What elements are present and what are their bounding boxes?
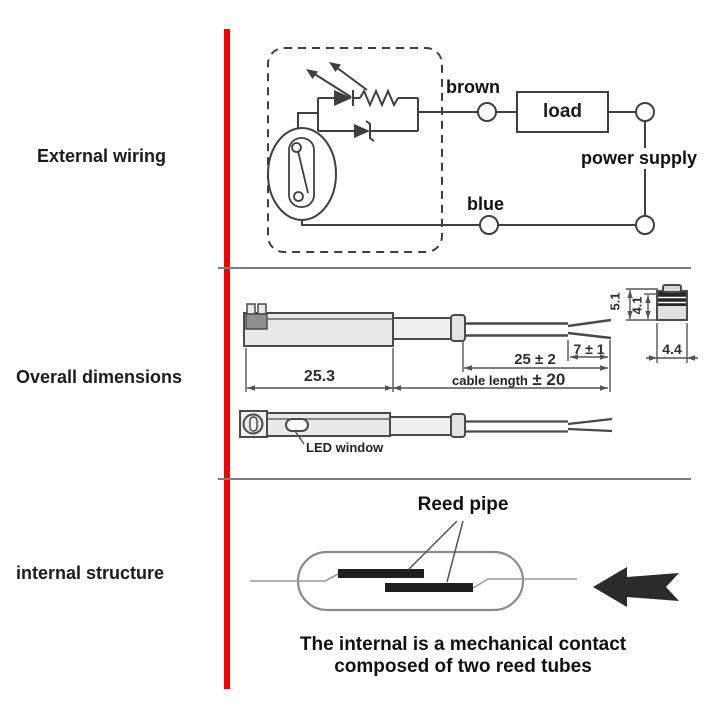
- led-emission-arrow-icon: [306, 69, 318, 79]
- led-window-shape: [285, 418, 309, 432]
- section-label-overall-dimensions: Overall dimensions: [16, 367, 183, 387]
- diode-icon: [354, 124, 370, 138]
- load-label: load: [542, 101, 583, 122]
- blue-wire-label: blue: [467, 194, 505, 214]
- dim-height-total: 5.1: [607, 292, 623, 311]
- cable-length-text: cable length: [452, 373, 528, 388]
- dim-body-length: 25.3: [303, 368, 336, 385]
- cable-bushing: [450, 413, 466, 438]
- dim-width: 4.4: [662, 341, 682, 357]
- internal-caption: The internal is a mechanical contact com…: [231, 634, 695, 678]
- reed-blade-lower: [385, 583, 473, 592]
- dim-height-body: 4.1: [629, 296, 645, 315]
- cable-length-tolerance: ± 20: [532, 370, 566, 389]
- dimension-drawings: [239, 284, 688, 445]
- cable-bushing: [450, 314, 466, 342]
- terminal-circle: [479, 215, 499, 235]
- terminal-circle: [635, 102, 655, 122]
- sensor-boundary-dashed-box: [267, 47, 443, 253]
- led-emission-arrow-icon: [329, 62, 341, 72]
- section-separator: [218, 478, 691, 480]
- led-icon: [334, 90, 352, 106]
- section-separator: [218, 267, 691, 269]
- power-supply-label: power supply: [578, 148, 701, 169]
- resistor-icon: [359, 88, 399, 108]
- dim-lead-length: 25 ± 2: [514, 351, 556, 368]
- caption-line-1: The internal is a mechanical contact: [299, 634, 627, 655]
- red-divider-line: [224, 29, 230, 689]
- magnet-approach-arrow-icon: [593, 567, 679, 607]
- cable-sleeve: [392, 317, 452, 340]
- dimension-arrowheads: [247, 290, 695, 391]
- wiring-circuit: [267, 47, 655, 253]
- cable-sleeve: [389, 416, 452, 436]
- section-label-external-wiring: External wiring: [37, 146, 167, 166]
- section-label-internal-structure: internal structure: [16, 563, 165, 583]
- brown-wire-label: brown: [446, 77, 500, 97]
- led-window-label: LED window: [306, 440, 384, 455]
- reed-pipe-label: Reed pipe: [417, 494, 509, 515]
- internal-structure-drawing: [250, 520, 679, 612]
- dim-strip-length: 7 ± 1: [573, 341, 605, 357]
- terminal-circle: [635, 215, 655, 235]
- reed-blade-upper: [338, 569, 424, 578]
- caption-line-2: composed of two reed tubes: [334, 656, 592, 677]
- mounting-ear: [245, 313, 268, 330]
- terminal-circle: [477, 102, 497, 122]
- glass-capsule: [296, 550, 525, 612]
- dim-cable-length: cable length ± 20: [452, 370, 565, 390]
